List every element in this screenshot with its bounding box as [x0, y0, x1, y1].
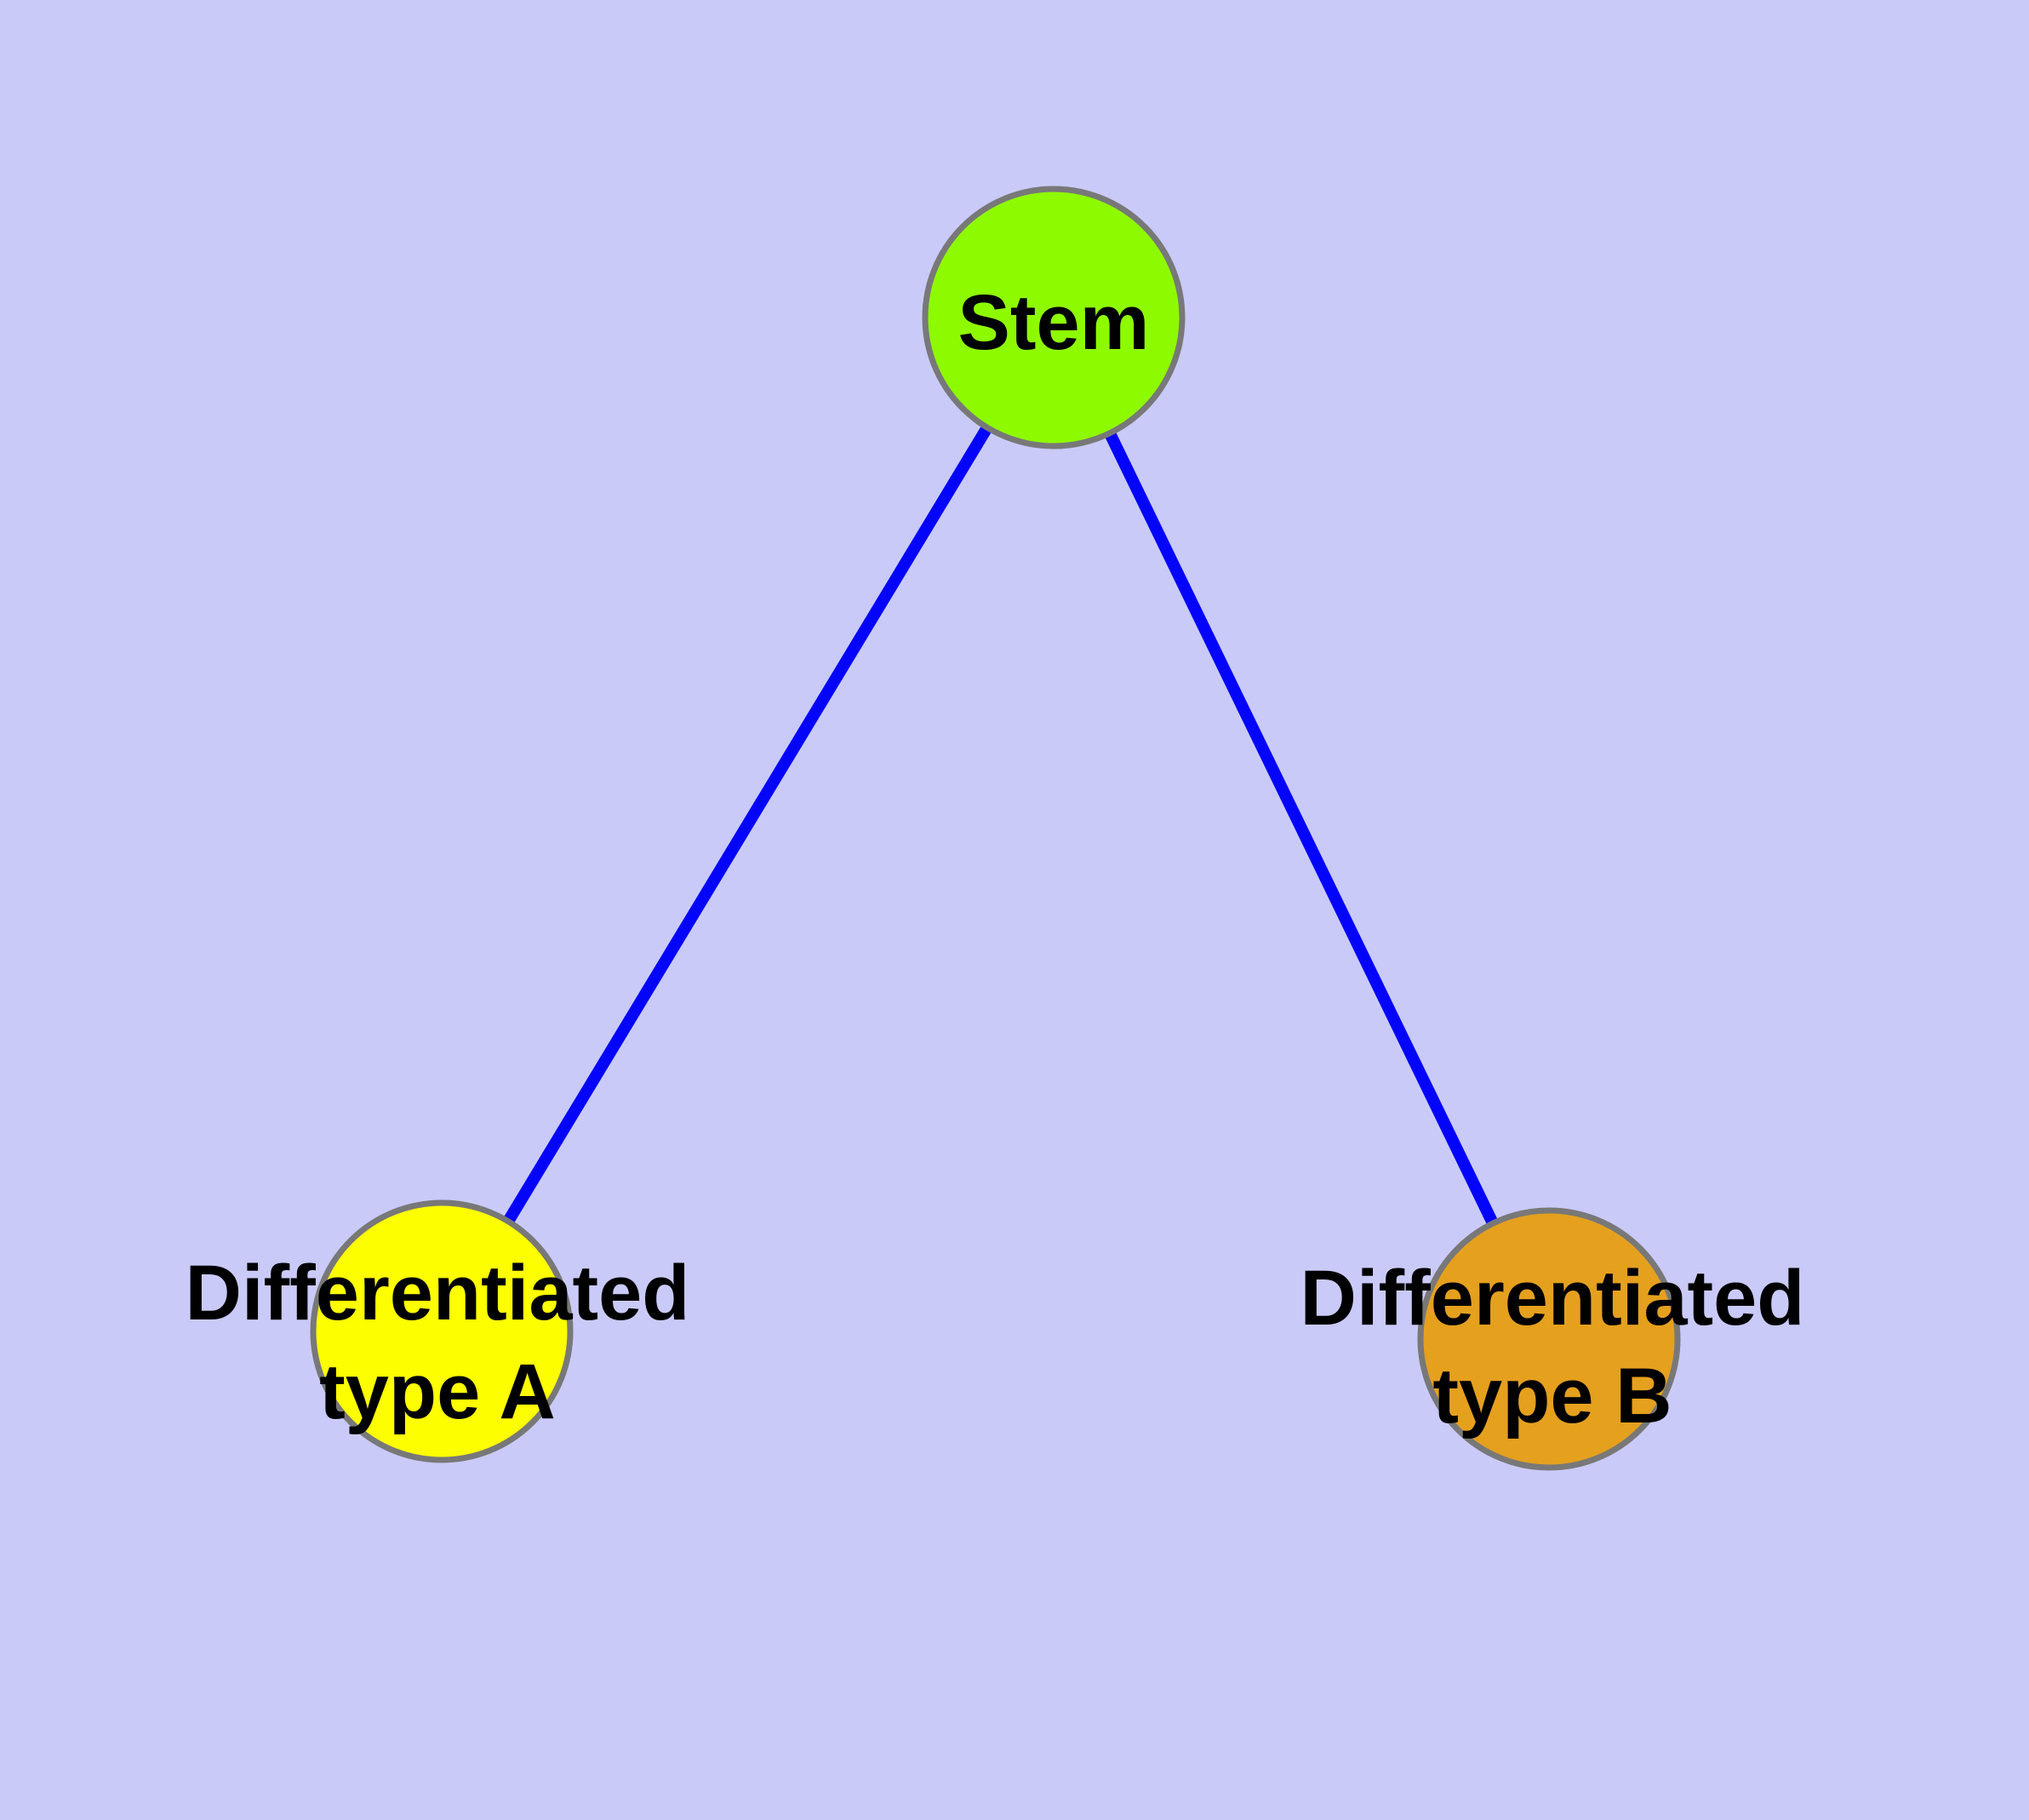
node-type-a-label-line1: Differentiated [186, 1250, 690, 1336]
edge-stem-to-type-b [1048, 314, 1555, 1342]
node-differentiated-type-a [310, 1199, 574, 1463]
edge-stem-to-type-a [437, 314, 1059, 1335]
node-type-a-label-line2: type A [319, 1348, 556, 1435]
node-type-b-label-line2: type B [1432, 1353, 1672, 1439]
node-stem-label: Stem [958, 279, 1150, 366]
node-stem [922, 186, 1186, 449]
node-type-b-label-line1: Differentiated [1300, 1255, 1805, 1342]
node-differentiated-type-b [1417, 1207, 1681, 1471]
